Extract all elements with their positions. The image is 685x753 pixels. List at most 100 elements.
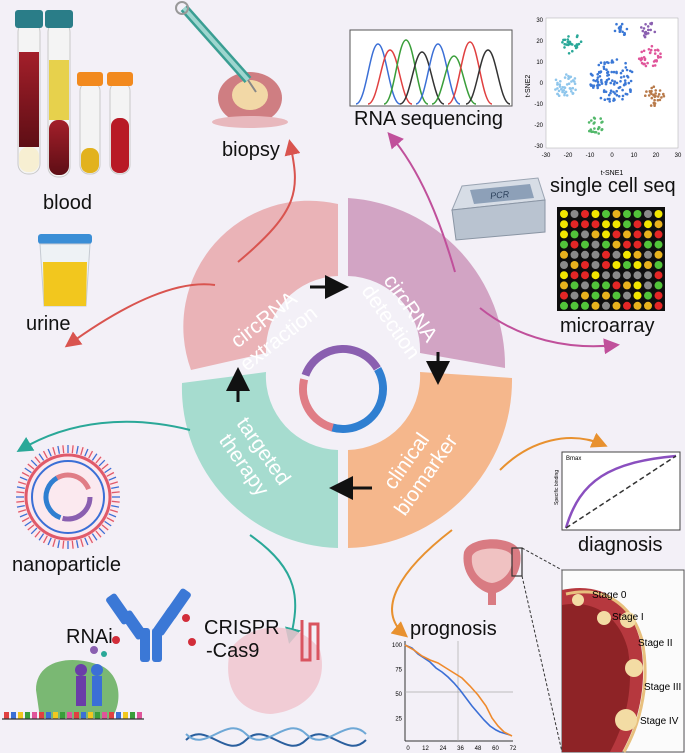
tsne-x-tick: 0 (610, 153, 614, 159)
tsne-point (558, 85, 562, 88)
microarray-spot (560, 220, 568, 229)
tsne-point (642, 34, 646, 37)
tsne-point (605, 68, 608, 71)
sector-detection[interactable] (348, 198, 506, 368)
tsne-point (659, 52, 662, 55)
tsne-point (654, 94, 657, 98)
tsne-point (623, 79, 627, 82)
tsne-point (565, 94, 569, 97)
microarray-spot (644, 301, 652, 310)
single-cell-label: single cell seq (550, 175, 676, 197)
sector-therapy[interactable] (181, 372, 338, 548)
microarray-spot (591, 250, 600, 259)
rna-base (53, 712, 58, 719)
microarray-spot (623, 230, 631, 239)
microarray-spot (591, 220, 600, 229)
tsne-point (609, 81, 612, 85)
nanoparticle-spike (84, 448, 89, 457)
tsne-point (570, 90, 573, 93)
nanoparticle-spike (21, 471, 30, 477)
tsne-point (597, 126, 601, 129)
tsne-point (593, 117, 597, 120)
nanoparticle-spike (47, 448, 52, 457)
svg-text:Stage IV: Stage IV (640, 716, 679, 727)
microarray-spot (570, 230, 579, 239)
tsne-point (565, 83, 569, 86)
tsne-point (624, 61, 627, 65)
tsne-point (603, 98, 607, 101)
tsne-point (597, 132, 600, 135)
tsne-point (642, 27, 646, 30)
tsne-point (563, 46, 566, 49)
svg-text:t-SNE1: t-SNE1 (601, 170, 624, 177)
rna-seq-chromatogram (349, 29, 513, 107)
microarray-spot (570, 291, 579, 300)
svg-text:Stage 0: Stage 0 (592, 590, 627, 601)
tsne-point (608, 97, 611, 101)
km-y-tick: 25 (395, 717, 402, 723)
bladder-icon (463, 539, 563, 753)
rna-base (39, 712, 44, 719)
tsne-point (561, 90, 564, 94)
nanoparticle-label: nanoparticle (12, 554, 121, 576)
tsne-point (612, 82, 616, 85)
nanoparticle-spike (34, 456, 41, 464)
tsne-point (605, 78, 609, 82)
tsne-point (637, 57, 641, 60)
microarray-spot (602, 291, 610, 300)
tsne-point (653, 64, 657, 67)
rna-base (60, 712, 65, 719)
tsne-point (563, 76, 567, 79)
tsne-point (626, 74, 629, 78)
microarray-spot (612, 250, 621, 259)
pcr-machine-icon: PCR (451, 177, 546, 241)
tsne-point (613, 80, 617, 83)
tsne-point (650, 96, 654, 100)
tsne-point (657, 56, 660, 59)
tsne-point (557, 94, 561, 97)
microarray-spot (581, 210, 589, 218)
tsne-point (589, 83, 592, 86)
sector-biomarker[interactable] (348, 372, 513, 548)
tsne-point (643, 58, 647, 62)
sector-extraction[interactable] (183, 200, 338, 370)
tsne-point (621, 30, 624, 34)
microarray-spot (612, 301, 621, 310)
microarray-spot (633, 220, 642, 229)
nanoparticle-spike (30, 527, 38, 535)
microarray-spot (560, 281, 568, 290)
tsne-point (556, 92, 559, 96)
tsne-point (562, 38, 565, 42)
tsne-y-tick: -20 (534, 123, 543, 129)
tsne-point (653, 52, 657, 55)
tsne-point (657, 93, 661, 96)
microarray-spot (633, 250, 642, 259)
tsne-point (625, 68, 629, 72)
tsne-point (609, 89, 613, 92)
nanoparticle-spike (71, 540, 74, 549)
microarray-spot (581, 240, 589, 249)
microarray-spot (602, 220, 610, 229)
microarray-spot (612, 240, 621, 249)
tsne-point (654, 92, 657, 95)
microarray-spot (623, 291, 631, 300)
tsne-point (629, 88, 632, 91)
nanoparticle-spike (75, 540, 79, 549)
tsne-point (607, 77, 611, 81)
tsne-point (571, 43, 574, 46)
tsne-point (554, 78, 558, 82)
arrow-to-microarray (479, 307, 620, 355)
microarray-spot (612, 230, 621, 239)
tsne-point (662, 92, 665, 96)
tsne-point (640, 26, 643, 29)
microarray-spot (644, 220, 652, 229)
nanoparticle-spike (111, 504, 120, 508)
tsne-point (611, 79, 614, 82)
tsne-point (649, 104, 653, 107)
tsne-point (574, 44, 577, 48)
tsne-point (650, 22, 653, 26)
arrow-to-rna-seq (387, 131, 456, 273)
tsne-point (621, 94, 625, 98)
microarray-spot (591, 230, 600, 239)
tsne-points (554, 21, 666, 135)
